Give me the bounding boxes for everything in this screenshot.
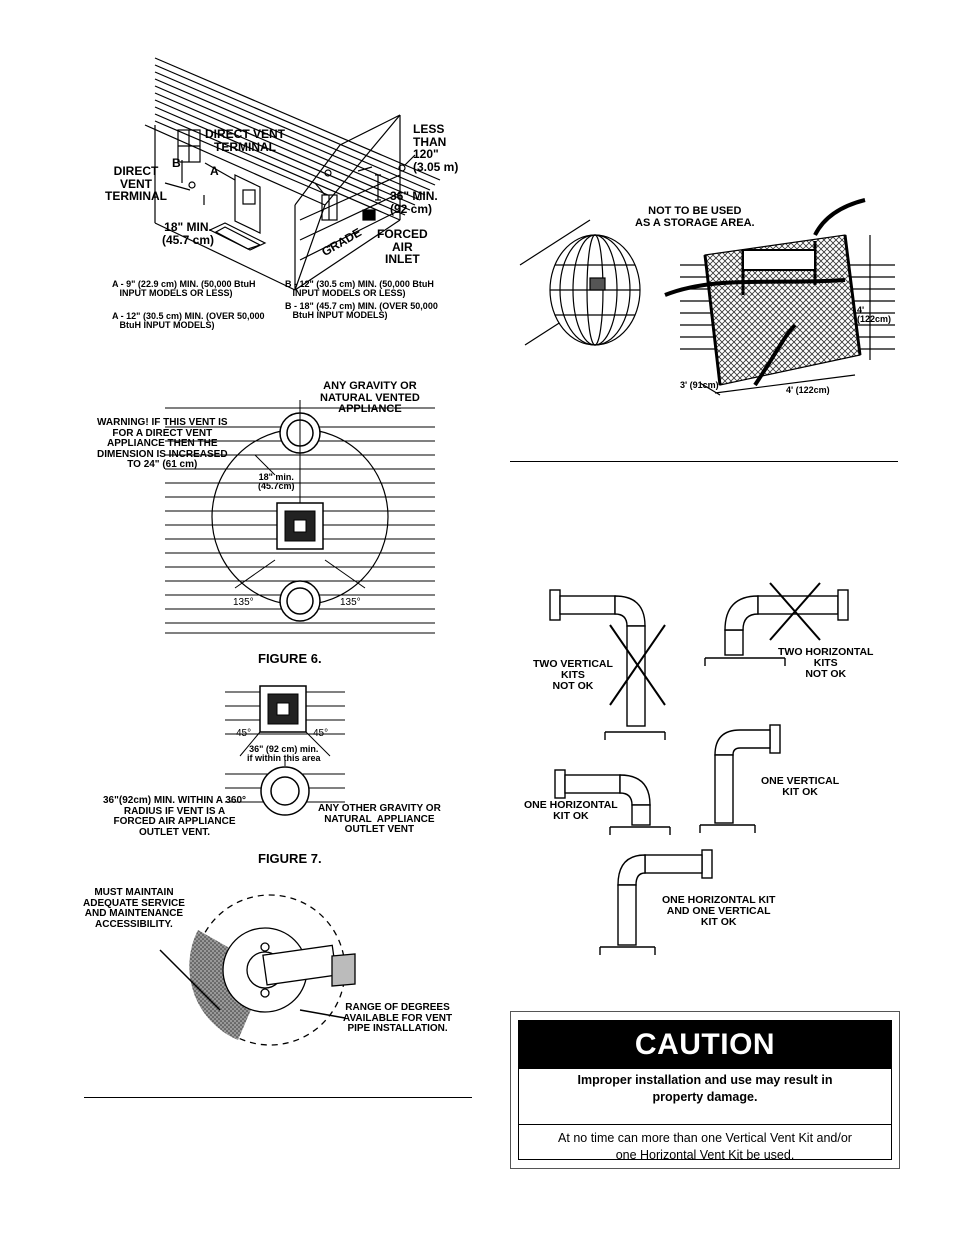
caution-notice: CAUTION Improper installation and use ma…: [510, 1011, 900, 1169]
min-18-vent-label: 18" min. (45.7cm): [258, 472, 295, 492]
two-vertical-kits-not-ok-label: TWO VERTICAL KITS NOT OK: [533, 658, 613, 693]
caution-heading: CAUTION: [519, 1021, 891, 1069]
caution-subheading: Improper installation and use may result…: [519, 1069, 891, 1125]
note-b-large-models: B - 18" (45.7 cm) MIN. (OVER 50,000 BtuH…: [285, 301, 438, 321]
range-of-degrees-note: RANGE OF DEGREES AVAILABLE FOR VENT PIPE…: [343, 1002, 453, 1034]
figure-9-storage-enclosure-diagram: [515, 195, 895, 410]
min-18-label: 18" MIN. (45.7 cm): [162, 220, 215, 247]
angle-45-right: 45°: [313, 728, 329, 739]
two-horizontal-kits-not-ok-label: TWO HORIZONTAL KITS NOT OK: [778, 646, 874, 681]
right-column-rule: [510, 461, 898, 462]
min-36-label: 36" MIN. (92 cm): [390, 189, 438, 216]
forced-air-inlet-label: FORCED AIR INLET: [377, 227, 428, 267]
dimension-letter-b: B: [172, 156, 181, 170]
note-b-small-models: B - 12" (30.5 cm) MIN. (50,000 BtuH INPU…: [285, 279, 434, 299]
one-horizontal-kit-ok-label: ONE HORIZONTAL KIT OK: [524, 799, 618, 823]
direct-vent-terminal-label-top: DIRECT VENT TERMINAL: [205, 127, 286, 154]
caution-frame: CAUTION Improper installation and use ma…: [518, 1020, 892, 1162]
depth-3ft-dimension: 3' (91cm): [680, 380, 719, 390]
direct-vent-warning-label: WARNING! IF THIS VENT IS FOR A DIRECT VE…: [97, 417, 228, 470]
min-36-area-label: 36" (92 cm) min. if within this area: [247, 744, 321, 764]
figure-10-vent-kit-combinations: [530, 580, 880, 965]
not-storage-area-note: NOT TO BE USED AS A STORAGE AREA.: [635, 205, 755, 229]
figure-6-vent-clearance-diagram: [155, 400, 445, 640]
figure-5-house-diagram: [100, 55, 480, 335]
figure-7-vent-spacing-diagram: [215, 684, 355, 824]
angle-135-right: 135°: [340, 597, 361, 608]
service-accessibility-note: MUST MAINTAIN ADEQUATE SERVICE AND MAINT…: [83, 887, 185, 930]
radius-360-note: 36"(92cm) MIN. WITHIN A 360° RADIUS IF V…: [103, 795, 247, 838]
width-4ft-dimension: 4' (122cm): [786, 385, 830, 395]
left-column-rule: [84, 1097, 472, 1098]
angle-135-left: 135°: [233, 597, 254, 608]
other-outlet-vent-label: ANY OTHER GRAVITY OR NATURAL APPLIANCE O…: [318, 803, 441, 835]
figure-7-caption: FIGURE 7.: [258, 851, 322, 866]
angle-45-left: 45°: [236, 728, 252, 739]
caution-body-text: At no time can more than one Vertical Ve…: [558, 1131, 852, 1162]
note-a-large-models: A - 12" (30.5 cm) MIN. (OVER 50,000 BtuH…: [112, 311, 265, 331]
caution-body: At no time can more than one Vertical Ve…: [519, 1125, 891, 1164]
figure-8-accessibility-diagram: [150, 890, 370, 1055]
direct-vent-terminal-label-left: DIRECT VENT TERMINAL: [105, 164, 167, 204]
one-vertical-kit-ok-label: ONE VERTICAL KIT OK: [761, 775, 840, 799]
figure-6-caption: FIGURE 6.: [258, 651, 322, 666]
note-a-small-models: A - 9" (22.9 cm) MIN. (50,000 BtuH INPUT…: [112, 279, 256, 299]
caution-subheading-text: Improper installation and use may result…: [577, 1073, 833, 1104]
any-gravity-appliance-label: ANY GRAVITY OR NATURAL VENTED APPLIANCE: [320, 380, 420, 416]
height-4ft-dimension: 4' (122cm): [857, 305, 892, 325]
dimension-letter-a: A: [210, 164, 219, 178]
one-horizontal-one-vertical-ok-label: ONE HORIZONTAL KIT AND ONE VERTICAL KIT …: [662, 894, 776, 929]
less-than-label: LESS THAN 120" (3.05 m): [413, 122, 459, 174]
